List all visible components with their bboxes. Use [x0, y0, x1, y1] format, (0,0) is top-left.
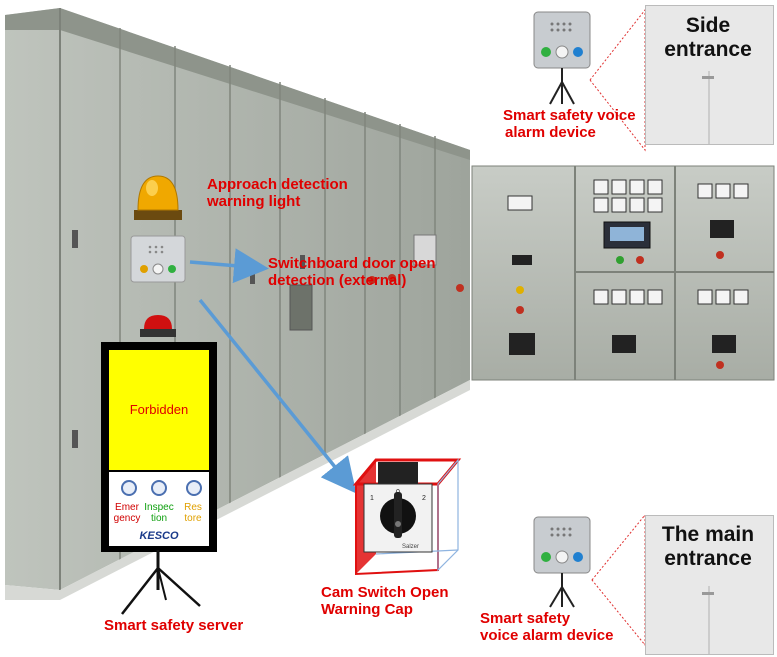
restore-label-line-1: Res [184, 502, 202, 513]
arrow-to-cam-switch [198, 298, 357, 494]
server-tripod-icon [121, 550, 201, 615]
emergency-label-line-1: Emer [115, 502, 139, 513]
approach-light-line-1: Approach detection [207, 176, 348, 193]
cam-switch-label: Cam Switch Open Warning Cap [321, 584, 449, 618]
voice-alarm-top-line-1: Smart safety voice [503, 107, 636, 124]
emergency-label-line-2: gency [113, 513, 141, 524]
inspection-button[interactable] [151, 480, 167, 496]
inspection-label: Inspec tion [141, 502, 177, 524]
restore-button[interactable] [186, 480, 202, 496]
arrow-to-door-detection [189, 248, 269, 284]
cam-switch-brand: Salzer [402, 544, 419, 550]
cam-switch-line-1: Cam Switch Open [321, 584, 449, 601]
main-entrance-line-1: The main [661, 523, 755, 546]
server-label: Smart safety server [104, 617, 244, 634]
side-entrance-line-1: Side [685, 14, 731, 37]
inspection-label-line-2: tion [150, 513, 168, 524]
server-screen: Forbidden [109, 350, 209, 470]
cam-switch-number-0: 0 [396, 489, 400, 496]
server-screen-text: Forbidden [129, 402, 189, 417]
door-open-line-2: detection (external) [268, 272, 407, 289]
voice-alarm-bottom-line-2: voice alarm device [480, 627, 614, 644]
voice-alarm-bottom-label: Smart safety voice alarm device [480, 610, 613, 644]
side-entrance-label: Side entrance [652, 14, 764, 62]
cam-switch-line-2: Warning Cap [321, 601, 413, 618]
voice-alarm-top-line-2: alarm device [505, 124, 596, 141]
red-beacon-icon [140, 315, 176, 337]
server-button-panel: Emer gency Inspec tion Res tore KESCO [109, 472, 209, 546]
voice-alarm-device-top-icon [533, 11, 591, 105]
restore-label-line-2: tore [184, 513, 202, 524]
voice-alarm-device-bottom-icon [533, 516, 591, 608]
cam-switch-number-1: 1 [370, 495, 374, 502]
side-entrance-line-2: entrance [664, 38, 752, 61]
door-sensor-device-icon [130, 235, 186, 283]
smart-safety-server: Forbidden Emer gency Inspec tion Res tor… [101, 342, 217, 552]
door-open-line-1: Switchboard door open [268, 255, 436, 272]
inspection-label-line-1: Inspec [144, 502, 174, 513]
voice-alarm-top-label: Smart safety voice alarm device [503, 107, 636, 141]
emergency-label: Emer gency [109, 502, 145, 524]
warning-light-icon [134, 175, 182, 220]
approach-light-label: Approach detection warning light [207, 176, 348, 210]
cam-switch-number-2: 2 [422, 495, 426, 502]
door-open-detection-label: Switchboard door open detection (externa… [268, 255, 436, 289]
voice-device-range-top [589, 8, 646, 152]
main-entrance-line-2: entrance [664, 547, 752, 570]
right-panel [471, 165, 775, 381]
restore-label: Res tore [177, 502, 209, 524]
cam-switch-warning-cap: 1 0 2 Salzer [352, 458, 462, 576]
voice-alarm-bottom-line-1: Smart safety [480, 610, 571, 627]
main-entrance-door [645, 515, 774, 655]
approach-light-line-2: warning light [207, 193, 301, 210]
main-entrance-label: The main entrance [648, 523, 768, 571]
side-entrance-door [645, 5, 774, 145]
emergency-button[interactable] [121, 480, 137, 496]
kesco-logo: KESCO [139, 530, 179, 542]
